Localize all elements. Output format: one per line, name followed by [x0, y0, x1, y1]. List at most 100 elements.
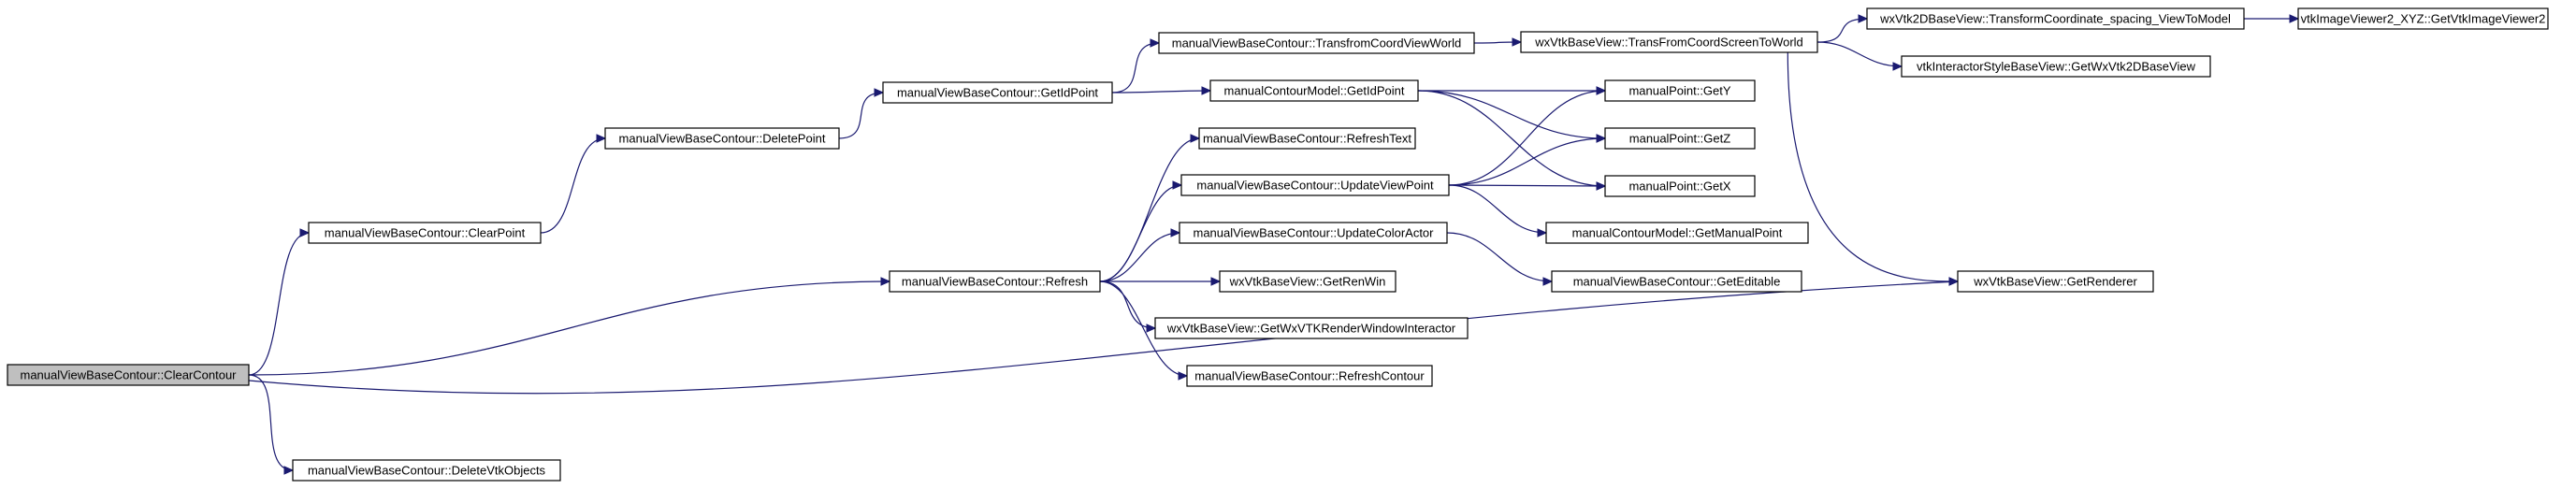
arrowhead-updateviewpoint-to-getz	[1596, 134, 1607, 143]
node-getidpointview[interactable]: manualViewBaseContour::GetIdPoint	[882, 81, 1113, 104]
node-updateviewpoint[interactable]: manualViewBaseContour::UpdateViewPoint	[1180, 174, 1450, 196]
node-label-refresh: manualViewBaseContour::Refresh	[902, 275, 1088, 289]
node-label-deletevtk: manualViewBaseContour::DeleteVtkObjects	[308, 464, 546, 478]
node-label-transscreentoworld: wxVtkBaseView::TransFromCoordScreenToWor…	[1534, 36, 1803, 50]
node-label-getidpointview: manualViewBaseContour::GetIdPoint	[897, 86, 1098, 100]
edge-updateviewpoint-to-getz	[1448, 137, 1606, 186]
node-transcoordviewworld[interactable]: manualViewBaseContour::TransfromCoordVie…	[1158, 32, 1475, 54]
node-box-clearcontour[interactable]	[7, 364, 250, 386]
node-box-getidpointview[interactable]	[882, 81, 1113, 104]
node-label-getx: manualPoint::GetX	[1628, 180, 1730, 194]
node-label-clearpoint: manualViewBaseContour::ClearPoint	[325, 226, 526, 240]
node-getimageviewer[interactable]: vtkImageViewer2_XYZ::GetVtkImageViewer2	[2297, 7, 2549, 30]
node-label-gety: manualPoint::GetY	[1628, 84, 1730, 98]
node-getwx2d[interactable]: vtkInteractorStyleBaseView::GetWxVtk2DBa…	[1901, 55, 2211, 78]
node-transformspacing[interactable]: wxVtk2DBaseView::TransformCoordinate_spa…	[1866, 7, 2245, 30]
edge-refresh-to-refreshcontour	[1099, 280, 1188, 377]
node-getmanualpoint[interactable]: manualContourModel::GetManualPoint	[1545, 222, 1809, 244]
edge-updateviewpoint-to-gety	[1448, 90, 1606, 186]
edge-getidpointview-to-transcoordviewworld	[1111, 42, 1160, 93]
node-getx[interactable]: manualPoint::GetX	[1604, 175, 1756, 197]
node-box-updateviewpoint[interactable]	[1180, 174, 1450, 196]
arrowhead-refresh-to-refreshtext	[1190, 134, 1201, 143]
node-box-transscreentoworld[interactable]	[1520, 31, 1818, 53]
arrowhead-refresh-to-getinteractor	[1146, 324, 1157, 333]
arrowhead-transformspacing-to-getimageviewer	[2289, 14, 2300, 23]
edge-refresh-to-getinteractor	[1099, 280, 1156, 329]
node-updatecoloractor[interactable]: manualViewBaseContour::UpdateColorActor	[1179, 222, 1448, 244]
node-label-getimageviewer: vtkImageViewer2_XYZ::GetVtkImageViewer2	[2301, 12, 2546, 26]
node-clearcontour[interactable]: manualViewBaseContour::ClearContour	[7, 364, 250, 386]
node-box-gety[interactable]	[1604, 79, 1756, 102]
nodes-layer: manualViewBaseContour::ClearContourmanua…	[7, 7, 2549, 482]
node-box-getrenderer[interactable]	[1957, 270, 2154, 293]
edge-updatecoloractor-to-geteditable	[1446, 232, 1553, 282]
node-label-getwx2d: vtkInteractorStyleBaseView::GetWxVtk2DBa…	[1917, 60, 2196, 74]
node-box-clearpoint[interactable]	[308, 222, 542, 244]
node-box-deletevtk[interactable]	[292, 459, 561, 482]
edge-getidpointview-to-getidpointmodel	[1111, 90, 1211, 93]
node-refreshcontour[interactable]: manualViewBaseContour::RefreshContour	[1186, 365, 1433, 387]
edge-updateviewpoint-to-getx	[1448, 184, 1606, 187]
node-label-clearcontour: manualViewBaseContour::ClearContour	[21, 368, 238, 382]
node-box-getinteractor[interactable]	[1154, 317, 1469, 339]
node-label-refreshtext: manualViewBaseContour::RefreshText	[1203, 132, 1411, 146]
node-box-geteditable[interactable]	[1551, 270, 1802, 293]
node-getrenderer[interactable]: wxVtkBaseView::GetRenderer	[1957, 270, 2154, 293]
node-box-getidpointmodel[interactable]	[1209, 79, 1419, 102]
node-box-refresh[interactable]	[889, 270, 1101, 293]
arrowhead-refresh-to-refreshcontour	[1178, 371, 1189, 381]
node-box-updatecoloractor[interactable]	[1179, 222, 1448, 244]
node-box-getx[interactable]	[1604, 175, 1756, 197]
arrowhead-clearcontour-to-deletevtk	[283, 466, 295, 475]
node-label-updateviewpoint: manualViewBaseContour::UpdateViewPoint	[1196, 179, 1434, 193]
node-box-getimageviewer[interactable]	[2297, 7, 2549, 30]
node-transscreentoworld[interactable]: wxVtkBaseView::TransFromCoordScreenToWor…	[1520, 31, 1818, 53]
node-label-transcoordviewworld: manualViewBaseContour::TransfromCoordVie…	[1172, 36, 1462, 50]
node-getinteractor[interactable]: wxVtkBaseView::GetWxVTKRenderWindowInter…	[1154, 317, 1469, 339]
node-box-getz[interactable]	[1604, 127, 1756, 150]
arrowhead-transcoordviewworld-to-transscreentoworld	[1512, 37, 1523, 47]
node-geteditable[interactable]: manualViewBaseContour::GetEditable	[1551, 270, 1802, 293]
node-label-getinteractor: wxVtkBaseView::GetWxVTKRenderWindowInter…	[1166, 322, 1456, 336]
edge-updateviewpoint-to-getmanualpoint	[1448, 184, 1547, 234]
node-label-geteditable: manualViewBaseContour::GetEditable	[1573, 275, 1781, 289]
node-box-refreshtext[interactable]	[1198, 127, 1416, 150]
edge-clearcontour-to-deletevtk	[248, 374, 294, 471]
node-box-getrenwin[interactable]	[1219, 270, 1397, 293]
node-label-transformspacing: wxVtk2DBaseView::TransformCoordinate_spa…	[1879, 12, 2231, 26]
node-gety[interactable]: manualPoint::GetY	[1604, 79, 1756, 102]
arrowhead-transscreentoworld-to-getwx2d	[1892, 62, 1903, 71]
node-refreshtext[interactable]: manualViewBaseContour::RefreshText	[1198, 127, 1416, 150]
node-box-refreshcontour[interactable]	[1186, 365, 1433, 387]
edge-getidpointmodel-to-getx	[1417, 90, 1606, 187]
arrowhead-refresh-to-updatecoloractor	[1170, 228, 1181, 237]
edge-clearcontour-to-refresh	[248, 280, 890, 376]
edge-clearpoint-to-deletepoint	[540, 137, 606, 234]
arrowhead-refresh-to-getrenwin	[1210, 277, 1222, 286]
node-deletevtk[interactable]: manualViewBaseContour::DeleteVtkObjects	[292, 459, 561, 482]
node-label-getrenderer: wxVtkBaseView::GetRenderer	[1973, 275, 2137, 289]
arrowhead-transscreentoworld-to-transformspacing	[1858, 14, 1869, 23]
node-box-getmanualpoint[interactable]	[1545, 222, 1809, 244]
edge-transcoordviewworld-to-transscreentoworld	[1473, 41, 1522, 44]
arrowhead-updateviewpoint-to-gety	[1596, 86, 1607, 95]
node-label-getmanualpoint: manualContourModel::GetManualPoint	[1572, 226, 1783, 240]
arrowhead-clearcontour-to-clearpoint	[299, 228, 311, 237]
node-getz[interactable]: manualPoint::GetZ	[1604, 127, 1756, 150]
node-label-updatecoloractor: manualViewBaseContour::UpdateColorActor	[1193, 226, 1434, 240]
node-box-transformspacing[interactable]	[1866, 7, 2245, 30]
node-getidpointmodel[interactable]: manualContourModel::GetIdPoint	[1209, 79, 1419, 102]
node-deletepoint[interactable]: manualViewBaseContour::DeletePoint	[604, 127, 840, 150]
arrowhead-refresh-to-updateviewpoint	[1172, 180, 1183, 190]
node-getrenwin[interactable]: wxVtkBaseView::GetRenWin	[1219, 270, 1397, 293]
arrowhead-clearpoint-to-deletepoint	[596, 134, 607, 143]
node-refresh[interactable]: manualViewBaseContour::Refresh	[889, 270, 1101, 293]
node-label-getrenwin: wxVtkBaseView::GetRenWin	[1229, 275, 1386, 289]
node-box-deletepoint[interactable]	[604, 127, 840, 150]
node-box-getwx2d[interactable]	[1901, 55, 2211, 78]
arrowhead-updatecoloractor-to-geteditable	[1542, 277, 1554, 286]
node-clearpoint[interactable]: manualViewBaseContour::ClearPoint	[308, 222, 542, 244]
node-box-transcoordviewworld[interactable]	[1158, 32, 1475, 54]
edge-refresh-to-refreshtext	[1099, 137, 1200, 282]
